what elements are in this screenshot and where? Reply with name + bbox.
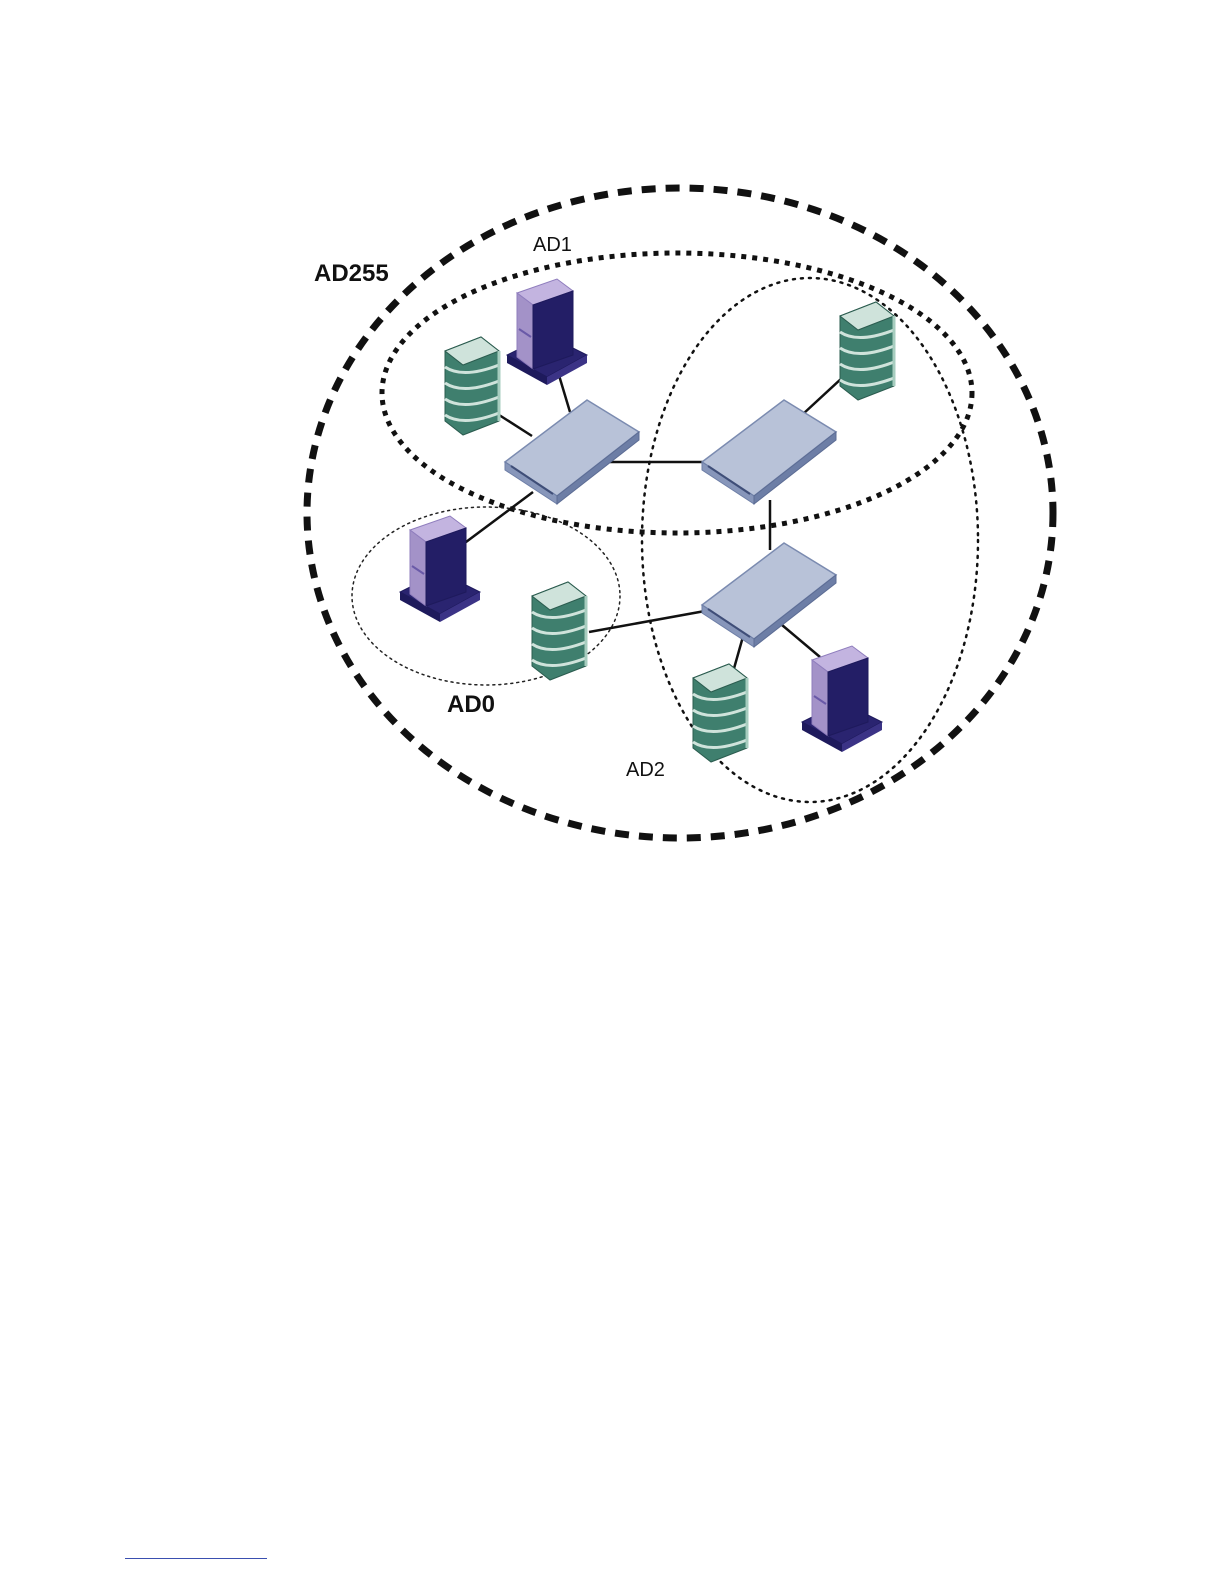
zone-ad255-boundary: [307, 188, 1053, 838]
network-switch-icon: [505, 400, 639, 504]
server-host-icon: [400, 516, 480, 622]
link-switch1-host0: [462, 492, 533, 545]
zone-label-ad2: AD2: [626, 759, 665, 781]
link-switch2-storage2: [803, 378, 842, 414]
storage-array-icon: [840, 302, 894, 400]
footnote-divider: [125, 1558, 267, 1559]
link-switch1-storage1: [496, 413, 532, 436]
link-switch3-storage0: [589, 611, 705, 632]
storage-array-icon: [532, 582, 586, 680]
zone-label-ad255: AD255: [314, 260, 389, 287]
network-switch-icon: [702, 400, 836, 504]
storage-array-icon: [445, 337, 499, 435]
link-switch1-host1: [558, 372, 570, 412]
zone-label-ad1: AD1: [533, 234, 572, 256]
zone-label-ad0: AD0: [447, 691, 495, 718]
server-host-icon: [507, 279, 587, 385]
storage-array-icon: [693, 664, 747, 762]
network-switch-icon: [702, 543, 836, 647]
link-switch3-host2: [782, 625, 820, 657]
server-host-icon: [802, 646, 882, 752]
